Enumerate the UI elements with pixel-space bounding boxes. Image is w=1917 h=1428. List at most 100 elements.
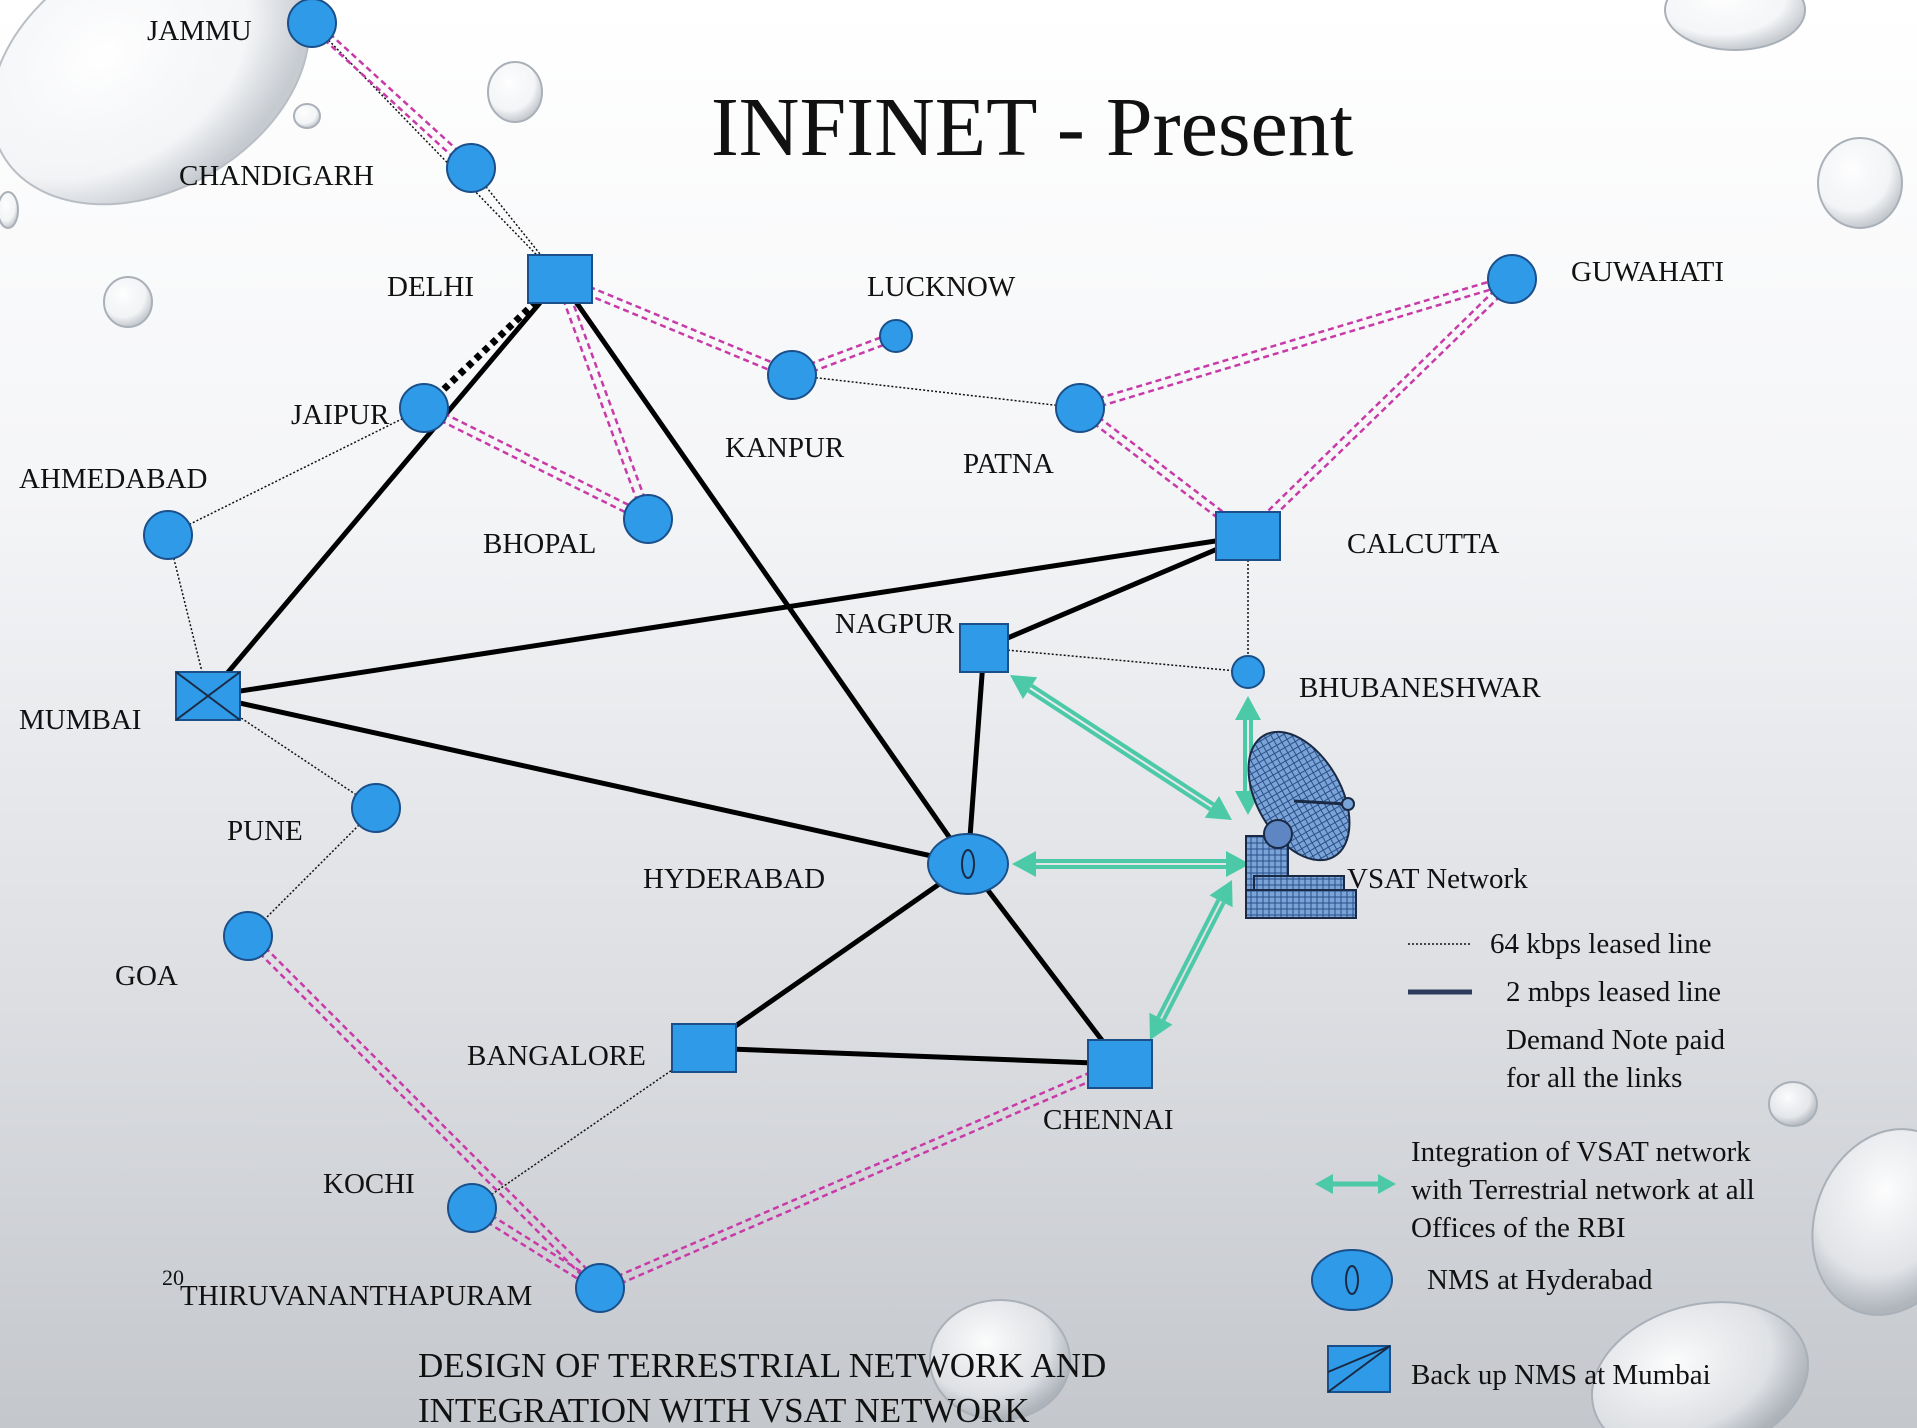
node-nagpur xyxy=(959,623,1009,673)
link-2mbps xyxy=(703,1045,1121,1067)
label-thiruvananthapuram: THIRUVANANTHAPURAM xyxy=(180,1280,532,1312)
label-vsat: VSAT Network xyxy=(1347,863,1528,895)
legend-demand-note-line2: for all the links xyxy=(1506,1062,1682,1094)
label-chennai: CHENNAI xyxy=(1043,1104,1174,1136)
link-backup xyxy=(561,274,795,373)
link-2mbps xyxy=(965,647,987,865)
link-backup xyxy=(1078,273,1512,406)
link-64kbps xyxy=(983,647,1249,673)
label-chandigarh: CHANDIGARH xyxy=(179,160,374,192)
node-vsat xyxy=(1245,730,1357,919)
legend-demand-note-line1: Demand Note paid xyxy=(1506,1024,1726,1056)
label-kanpur: KANPUR xyxy=(725,432,845,464)
link-backup xyxy=(1076,410,1247,541)
node-mumbai xyxy=(175,671,241,721)
link-backup xyxy=(557,281,791,380)
link-backup xyxy=(1081,403,1252,534)
node-thiruvananthapuram xyxy=(575,1263,625,1313)
link-2mbps xyxy=(557,277,971,866)
label-bangalore: BANGALORE xyxy=(467,1040,646,1072)
link-backup xyxy=(421,410,647,524)
link-backup xyxy=(469,1210,599,1293)
legend-nms-symbol xyxy=(1311,1249,1393,1311)
node-jaipur xyxy=(399,383,449,433)
legend-2mbps-label: 2 mbps leased line xyxy=(1506,976,1721,1008)
legend-vsat-integration-line2: with Terrestrial network at all xyxy=(1411,1174,1755,1206)
label-mumbai: MUMBAI xyxy=(19,704,141,736)
legend: 64 kbps leased line 2 mbps leased line D… xyxy=(1311,928,1755,1393)
links-heavy-dotted xyxy=(421,276,563,411)
legend-backup-nms-symbol xyxy=(1327,1345,1391,1393)
label-kochi: KOCHI xyxy=(323,1168,415,1200)
link-64kbps xyxy=(791,374,1081,409)
node-bhubaneshwar xyxy=(1231,655,1265,689)
water-drop xyxy=(929,1299,1071,1421)
link-backup xyxy=(601,1066,1123,1293)
node-pune xyxy=(351,783,401,833)
link-2mbps xyxy=(983,533,1249,651)
link-backup xyxy=(1244,275,1511,535)
water-drop xyxy=(293,103,321,129)
link-2mbps xyxy=(702,861,970,1051)
water-drop xyxy=(1768,1081,1818,1127)
label-jaipur: JAIPUR xyxy=(291,399,390,431)
vsat-link-nagpur xyxy=(1010,675,1232,820)
label-ahmedabad: AHMEDABAD xyxy=(19,463,208,495)
slide-title: INFINET - Present xyxy=(711,81,1353,174)
network-nodes xyxy=(143,0,1537,1313)
vsat-link-hyderabad xyxy=(1012,851,1250,877)
label-lucknow: LUCKNOW xyxy=(867,271,1016,303)
links-vsat xyxy=(1010,675,1261,1040)
vsat-link-chennai xyxy=(1149,880,1233,1040)
node-hyderabad xyxy=(927,833,1009,895)
slide-number: 20 xyxy=(162,1265,184,1290)
label-bhopal: BHOPAL xyxy=(483,528,596,560)
link-backup xyxy=(597,1059,1119,1286)
label-goa: GOA xyxy=(115,960,178,992)
link-2mbps xyxy=(207,533,1249,699)
link-heavy-dotted xyxy=(421,276,563,411)
water-drop xyxy=(0,0,310,206)
water-drop xyxy=(103,276,153,328)
link-64kbps xyxy=(471,1047,705,1209)
links-backup xyxy=(244,19,1516,1293)
link-2mbps xyxy=(966,862,1122,1066)
link-backup xyxy=(1249,280,1516,540)
water-drop xyxy=(1590,1301,1810,1428)
link-64kbps xyxy=(311,22,561,280)
label-hyderabad: HYDERABAD xyxy=(643,863,825,895)
label-patna: PATNA xyxy=(963,448,1054,480)
legend-64kbps-label: 64 kbps leased line xyxy=(1490,928,1711,960)
link-backup xyxy=(313,19,475,166)
node-chandigarh xyxy=(446,143,496,193)
links-2mbps xyxy=(206,277,1249,1067)
node-jammu xyxy=(287,0,337,48)
link-backup xyxy=(790,331,896,373)
link-backup xyxy=(1080,281,1514,414)
link-backup xyxy=(473,1203,603,1286)
water-drop xyxy=(1817,137,1903,229)
label-nagpur: NAGPUR xyxy=(835,608,955,640)
label-pune: PUNE xyxy=(227,815,303,847)
node-kochi xyxy=(447,1183,497,1233)
label-guwahati: GUWAHATI xyxy=(1571,256,1724,288)
link-backup xyxy=(244,937,599,1292)
node-ahmedabad xyxy=(143,510,193,560)
legend-nms-label: NMS at Hyderabad xyxy=(1427,1264,1653,1296)
node-lucknow xyxy=(879,319,913,353)
water-drop xyxy=(1811,1128,1917,1316)
water-drop xyxy=(1664,0,1806,51)
legend-vsat-arrow xyxy=(1315,1174,1396,1194)
legend-vsat-integration-line1: Integration of VSAT network xyxy=(1411,1136,1751,1168)
link-backup xyxy=(308,25,470,172)
legend-vsat-integration-line3: Offices of the RBI xyxy=(1411,1212,1626,1244)
link-backup xyxy=(249,932,604,1287)
subtitle-line2: INTEGRATION WITH VSAT NETWORK xyxy=(418,1391,1029,1428)
water-drop xyxy=(487,61,543,123)
link-backup xyxy=(792,338,898,380)
node-guwahati xyxy=(1487,254,1537,304)
link-backup xyxy=(555,279,646,521)
link-2mbps xyxy=(206,277,562,698)
